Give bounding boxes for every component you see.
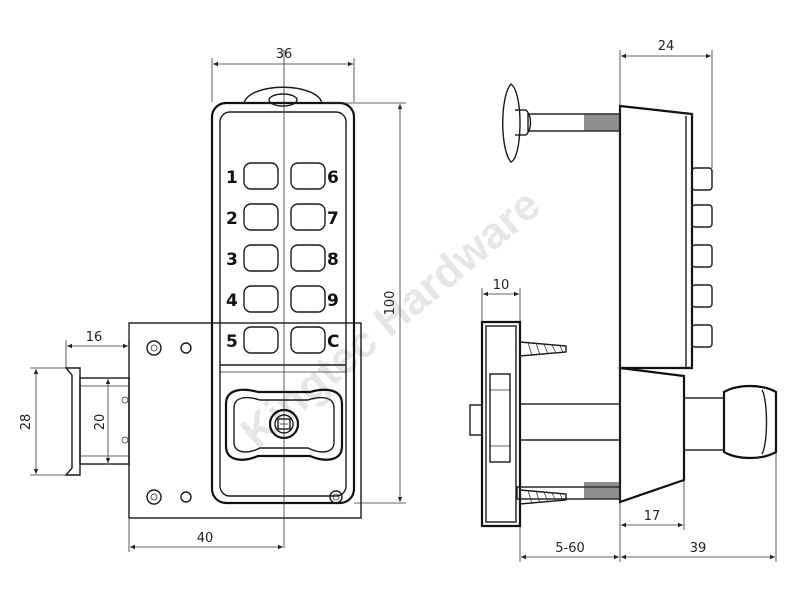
spindle-knob (502, 83, 621, 163)
dim-side-depth-bottom: 39 (621, 452, 777, 562)
top-cap (243, 86, 323, 104)
key-label: C (327, 332, 339, 352)
dim-label: 36 (276, 47, 293, 62)
side-button (691, 324, 713, 348)
key-button[interactable] (290, 162, 326, 190)
key-label: 9 (327, 291, 339, 311)
key-button[interactable] (290, 285, 326, 313)
hole-bottom-left (180, 491, 192, 503)
key-label: 4 (226, 291, 238, 311)
key-label: 7 (327, 209, 339, 229)
dim-latch-inner-height: 20 (93, 377, 111, 465)
key-label: 3 (226, 250, 238, 270)
key-button[interactable] (243, 244, 279, 272)
side-button (691, 204, 713, 228)
key-button[interactable] (290, 244, 326, 272)
front-view: 1 2 3 4 5 6 7 8 9 C 36 (19, 47, 406, 552)
dim-door-thickness: 5-60 (521, 541, 619, 560)
side-button (691, 284, 713, 308)
screw-top (519, 341, 567, 357)
key-button[interactable] (243, 326, 279, 354)
key-button[interactable] (290, 326, 326, 354)
dim-front-width: 36 (211, 47, 355, 102)
dim-label: 24 (658, 39, 675, 54)
side-button (691, 167, 713, 191)
key-label: 1 (226, 168, 238, 188)
dim-label: 28 (19, 414, 34, 431)
dim-front-height: 100 (322, 102, 406, 504)
dim-label: 20 (93, 414, 108, 431)
key-label: 8 (327, 250, 339, 270)
key-button[interactable] (243, 203, 279, 231)
dim-label: 39 (690, 541, 707, 556)
inner-backplate (480, 320, 522, 528)
screw-top-left (146, 340, 162, 356)
body-side-profile (618, 104, 694, 370)
dim-latch-outer-height: 28 (19, 367, 66, 476)
lock-body (210, 101, 356, 505)
side-view: 24 10 17 5-60 39 (469, 39, 778, 562)
dim-label: 100 (383, 291, 398, 316)
side-button (691, 244, 713, 268)
hole-top-left (180, 342, 192, 354)
dim-latch-length: 16 (65, 323, 130, 368)
dim-knob-offset: 17 (621, 480, 685, 530)
keypad: 1 2 3 4 5 6 7 8 9 C (226, 162, 339, 354)
thumb-turn-side (683, 384, 778, 460)
key-button[interactable] (243, 162, 279, 190)
dim-label: 10 (493, 278, 510, 293)
dim-label: 17 (644, 509, 661, 524)
key-button[interactable] (243, 285, 279, 313)
dim-spindle-offset: 10 (481, 278, 521, 322)
key-label: 6 (327, 168, 339, 188)
dim-label: 16 (86, 330, 103, 345)
screw-bottom (519, 489, 567, 505)
dim-label: 5-60 (555, 541, 585, 556)
dim-side-depth-top: 24 (621, 39, 713, 168)
dim-label: 40 (197, 531, 214, 546)
spindle (519, 403, 621, 441)
key-label: 2 (226, 209, 238, 229)
key-button[interactable] (290, 203, 326, 231)
dim-backset: 40 (128, 518, 283, 552)
key-label: 5 (226, 332, 238, 352)
screw-bottom-right (329, 490, 343, 504)
screw-bottom-left (146, 489, 162, 505)
